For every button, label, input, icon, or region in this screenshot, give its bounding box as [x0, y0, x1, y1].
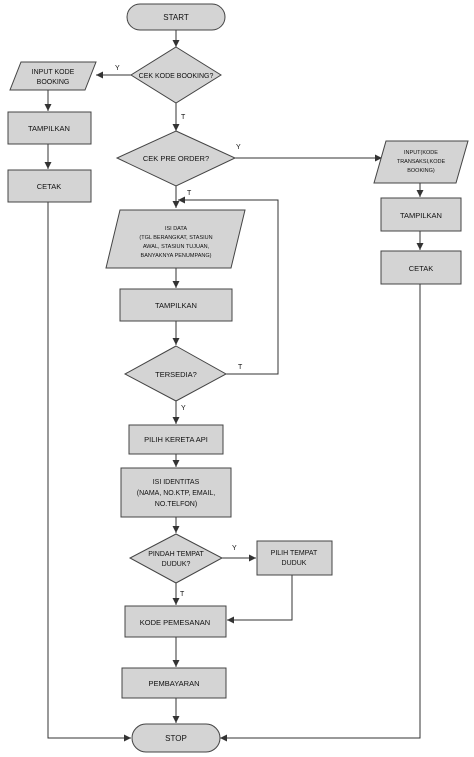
pindah-tempat-line-1: PINDAH TEMPAT — [148, 551, 204, 558]
start-label: START — [163, 13, 189, 22]
label-preorder-yes: Y — [236, 144, 241, 151]
tersedia-label: TERSEDIA? — [155, 370, 197, 379]
process-tampilkan-mid: TAMPILKAN — [119, 288, 233, 322]
process-kode-pemesanan: KODE PEMESANAN — [124, 605, 227, 638]
label-tersedia-yes: Y — [181, 405, 186, 412]
isi-data-line-3: AWAL, STASIUN TUJUAN, — [143, 244, 210, 250]
edge-cetak-left-to-stop — [47, 202, 131, 742]
isi-identitas-line-1: ISI IDENTITAS — [153, 479, 200, 486]
edge-pilihtempat-to-kode — [227, 575, 293, 624]
input-transaksi-line-3: BOOKING) — [407, 168, 435, 174]
cetak-right-label: CETAK — [409, 264, 433, 273]
tampilkan-mid-label: TAMPILKAN — [155, 301, 197, 310]
pembayaran-label: PEMBAYARAN — [149, 679, 200, 688]
isi-data-line-4: BANYAKNYA PENUMPANG) — [141, 253, 212, 259]
cek-booking-label: CEK KODE BOOKING? — [139, 73, 214, 80]
edge-cetak-right-to-stop — [220, 284, 421, 742]
pindah-tempat-line-2: DUDUK? — [162, 561, 191, 568]
input-kode-booking: INPUT KODE BOOKING — [9, 61, 97, 91]
input-transaksi-line-1: INPUT(KODE — [404, 150, 438, 156]
process-tampilkan-right: TAMPILKAN — [380, 197, 462, 232]
label-booking-no: T — [181, 114, 186, 121]
connectors — [44, 30, 424, 742]
isi-data-line-1: ISI DATA — [165, 226, 187, 232]
label-booking-yes: Y — [115, 65, 120, 72]
edge-labels: Y T Y T T Y Y T — [115, 65, 243, 598]
isi-identitas-line-2: (NAMA, NO.KTP, EMAIL, — [137, 490, 215, 497]
pilih-tempat-line-2: DUDUK — [282, 560, 307, 567]
tampilkan-right-label: TAMPILKAN — [400, 211, 442, 220]
tampilkan-left-label: TAMPILKAN — [28, 124, 70, 133]
decision-pindah-tempat: PINDAH TEMPAT DUDUK? — [128, 533, 224, 584]
process-tampilkan-left: TAMPILKAN — [7, 111, 92, 145]
process-pilih-kereta: PILIH KERETA API — [128, 424, 224, 455]
cek-pre-order-label: CEK PRE ORDER? — [143, 154, 209, 163]
process-pembayaran: PEMBAYARAN — [121, 667, 227, 699]
cetak-left-label: CETAK — [37, 182, 61, 191]
process-isi-identitas: ISI IDENTITAS (NAMA, NO.KTP, EMAIL, NO.T… — [120, 467, 232, 518]
node-start: START — [126, 3, 226, 31]
edge-tersedia-no-loop — [178, 196, 279, 375]
pilih-tempat-line-1: PILIH TEMPAT — [271, 550, 318, 557]
kode-pemesanan-label: KODE PEMESANAN — [140, 618, 210, 627]
decision-tersedia: TERSEDIA? — [123, 345, 228, 402]
isi-identitas-line-3: NO.TELFON) — [155, 501, 197, 508]
label-pindah-no: T — [180, 591, 185, 598]
process-cetak-left: CETAK — [7, 169, 92, 203]
input-transaksi-line-2: TRANSAKSI,KODE — [397, 159, 446, 165]
stop-label: STOP — [165, 734, 187, 743]
label-pindah-yes: Y — [232, 545, 237, 552]
label-tersedia-no: T — [238, 364, 243, 371]
input-isi-data: ISI DATA (TGL BERANGKAT, STASIUN AWAL, S… — [105, 209, 246, 269]
process-pilih-tempat: PILIH TEMPAT DUDUK — [256, 540, 333, 576]
isi-data-line-2: (TGL BERANGKAT, STASIUN — [139, 235, 212, 241]
process-cetak-right: CETAK — [380, 250, 462, 285]
label-preorder-no: T — [187, 190, 192, 197]
input-kode-transaksi: INPUT(KODE TRANSAKSI,KODE BOOKING) — [373, 140, 469, 184]
input-kode-booking-line-2: BOOKING — [37, 79, 70, 86]
input-kode-booking-line-1: INPUT KODE — [32, 69, 75, 76]
node-stop: STOP — [131, 723, 221, 753]
pilih-kereta-label: PILIH KERETA API — [144, 435, 208, 444]
decision-cek-booking: CEK KODE BOOKING? — [130, 46, 222, 104]
decision-cek-pre-order: CEK PRE ORDER? — [115, 130, 237, 187]
